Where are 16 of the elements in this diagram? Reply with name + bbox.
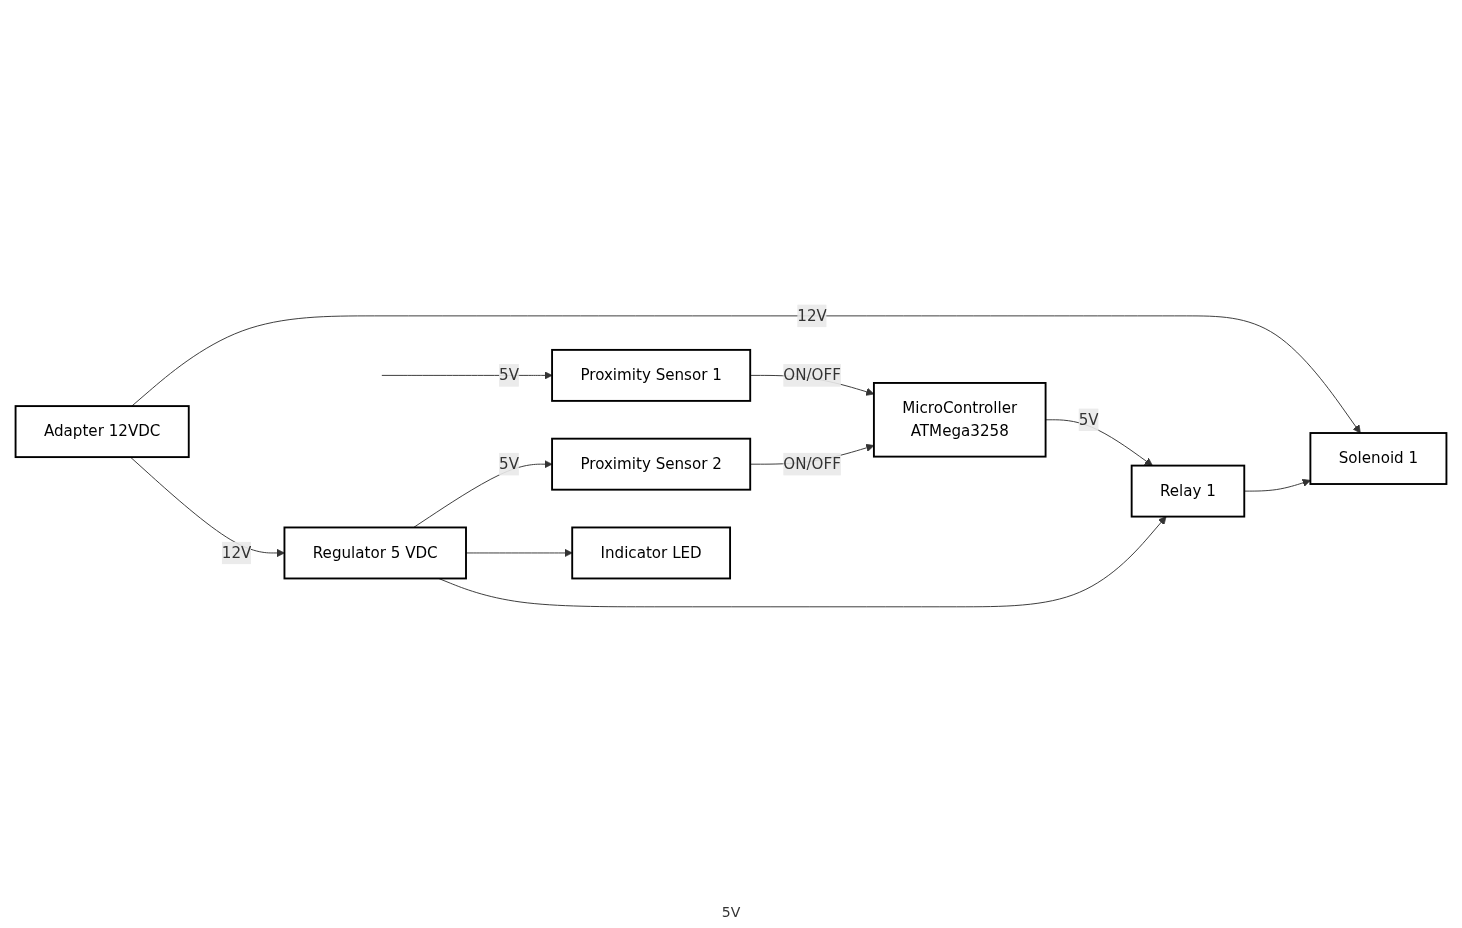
node-box: Indicator LED	[571, 526, 732, 580]
edge-label: 5V	[499, 366, 520, 385]
node-box: Proximity Sensor 1	[551, 349, 752, 403]
edge-label: 5V	[1078, 410, 1099, 429]
node-box: Proximity Sensor 2	[551, 438, 752, 491]
node-box: Adapter 12VDC	[14, 405, 190, 459]
node-box: Solenoid 1	[1309, 432, 1448, 486]
edge-label: 12V	[797, 306, 827, 325]
edge-label: 12V	[221, 543, 252, 562]
node-box: Relay 1	[1130, 464, 1246, 518]
edge-label: ON/OFF	[783, 455, 841, 473]
edge-label: 5V	[499, 455, 520, 473]
edge-label: ON/OFF	[783, 366, 841, 385]
voltage-label: 5V	[721, 904, 741, 920]
node-box: MicroController ATMega3258	[872, 382, 1047, 458]
node-box: Regulator 5 VDC	[283, 526, 467, 580]
